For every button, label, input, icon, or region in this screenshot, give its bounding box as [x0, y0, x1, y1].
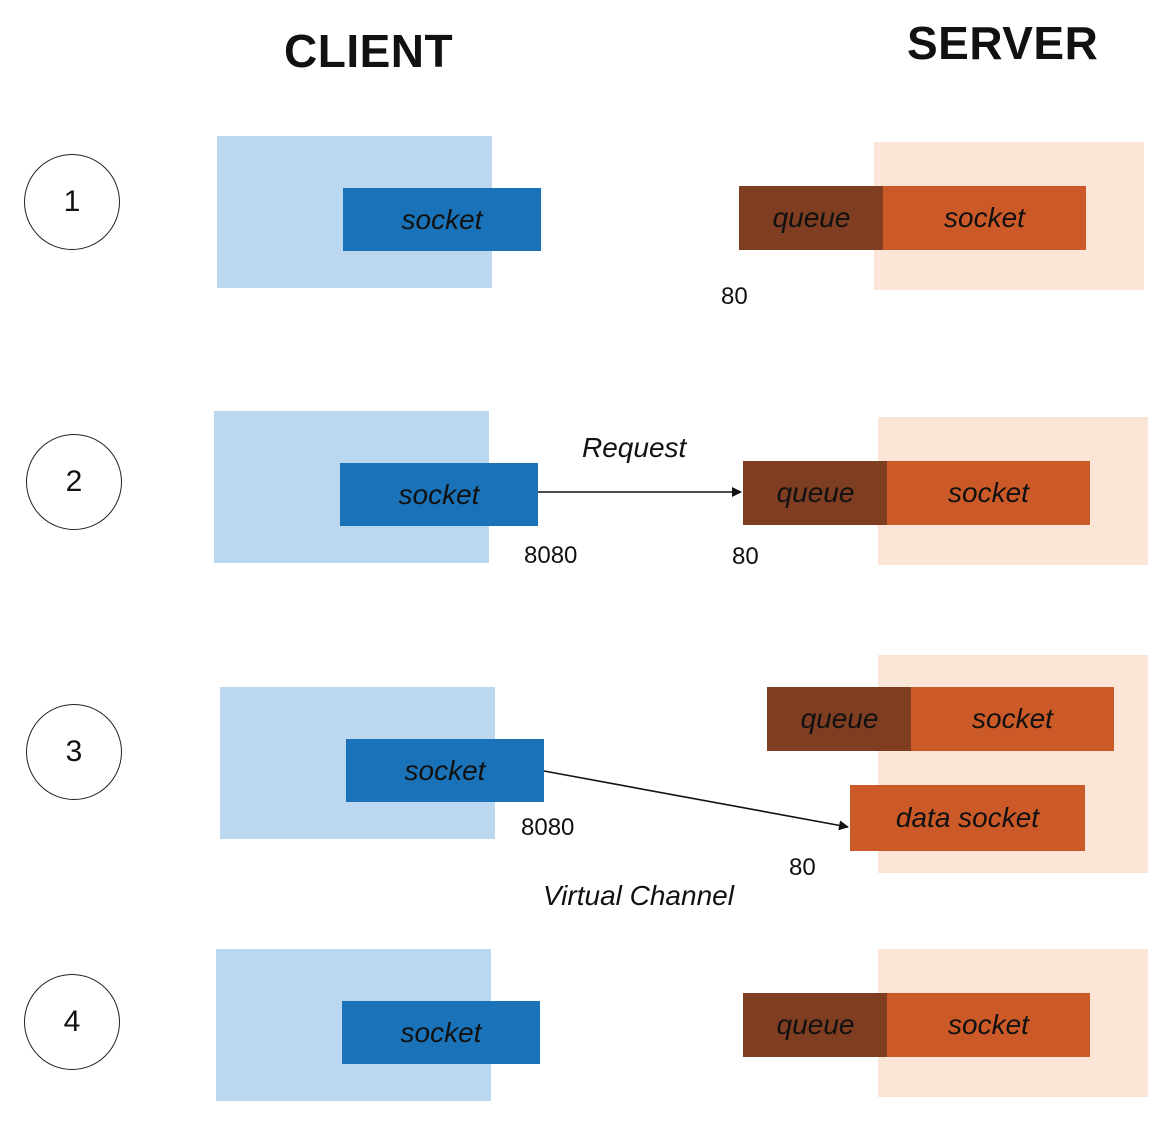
step-3-client-port: 8080 — [521, 814, 575, 841]
step-4-number: 4 — [63, 1005, 81, 1038]
request-label: Request — [582, 432, 687, 463]
step-1-client-socket: socket — [343, 188, 541, 251]
virtual-channel-arrow — [543, 770, 849, 831]
step-4-circle: 4 — [24, 974, 120, 1070]
step-2-client-port: 8080 — [524, 542, 578, 569]
step-1-server-port: 80 — [721, 283, 748, 310]
step-3-server-port: 80 — [789, 854, 816, 881]
step-2-number: 2 — [65, 465, 83, 498]
step-2-server-socket: socket — [887, 461, 1090, 525]
step-3-client-socket: socket — [346, 739, 544, 802]
step-2-client-socket: socket — [340, 463, 538, 526]
server-header: SERVER — [907, 17, 1099, 69]
client-header: CLIENT — [284, 25, 454, 77]
step-1-number: 1 — [63, 185, 81, 218]
step-3-server-socket: socket — [911, 687, 1114, 751]
step-2-server-port: 80 — [732, 543, 759, 570]
step-2-queue: queue — [743, 461, 888, 525]
step-1-circle: 1 — [24, 154, 120, 250]
virtual-channel-label: Virtual Channel — [543, 880, 734, 911]
step-4-client-socket: socket — [342, 1001, 540, 1064]
step-1-queue: queue — [739, 186, 884, 250]
step-2-circle: 2 — [26, 434, 122, 530]
step-3-circle: 3 — [26, 704, 122, 800]
step-4-server-socket: socket — [887, 993, 1090, 1057]
step-3-number: 3 — [65, 735, 83, 768]
step-1-server-socket: socket — [883, 186, 1086, 250]
step-3-queue: queue — [767, 687, 912, 751]
step-4-queue: queue — [743, 993, 888, 1057]
step-3-data-socket: data socket — [850, 785, 1085, 851]
